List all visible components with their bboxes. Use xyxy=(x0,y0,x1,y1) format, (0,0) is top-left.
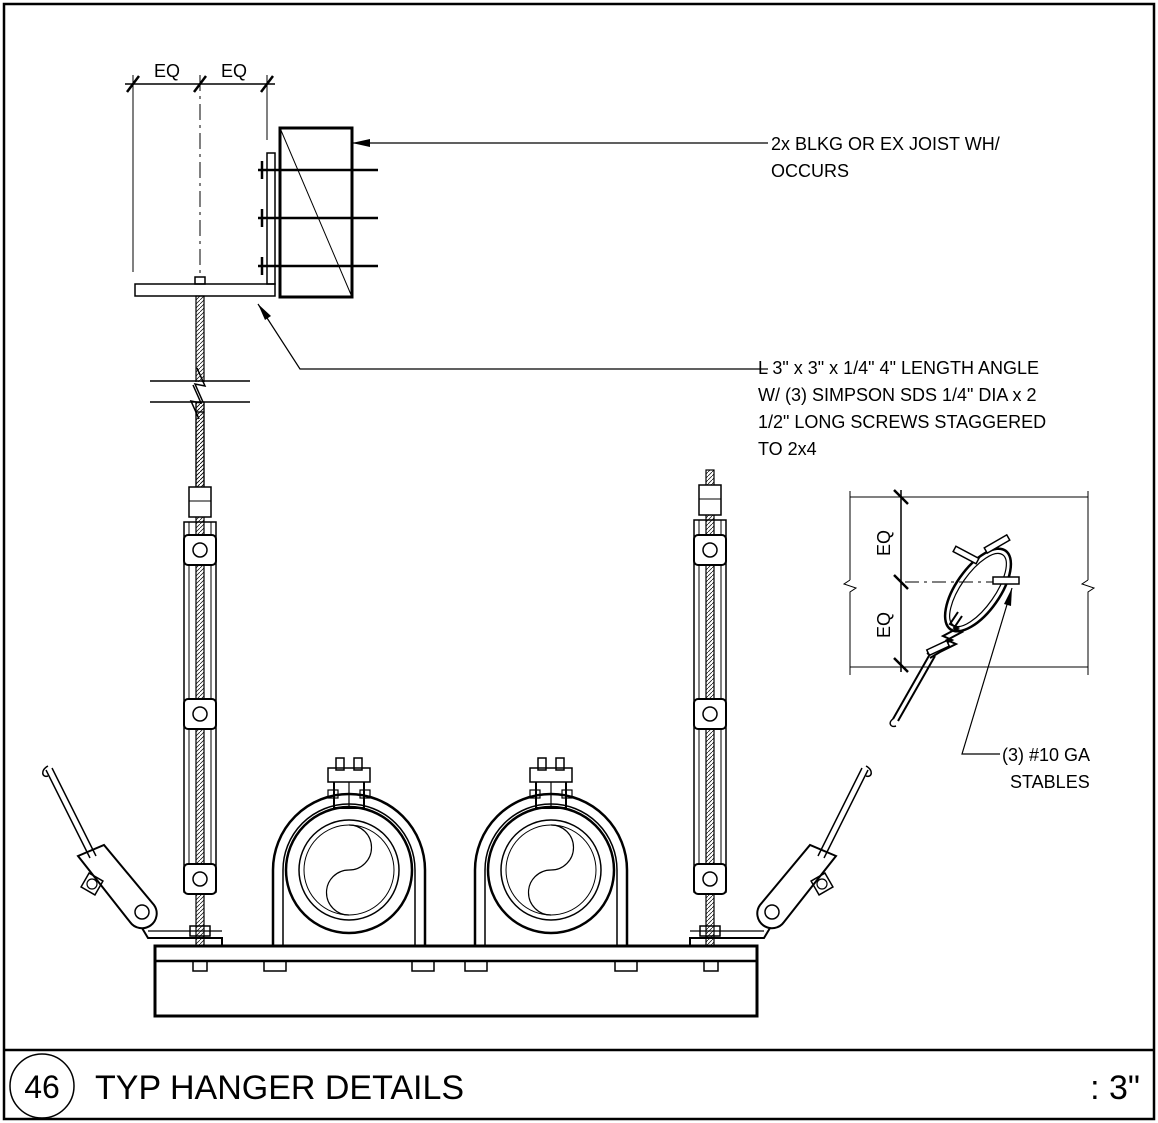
eq-lower-label: EQ xyxy=(874,612,894,638)
detail-number: 46 xyxy=(24,1069,60,1105)
staples-note-line2: STABLES xyxy=(1010,772,1090,792)
angle-note-line4: TO 2x4 xyxy=(758,439,817,459)
left-pipe-clamp xyxy=(271,757,427,946)
detail-scale: : 3" xyxy=(1090,1069,1140,1107)
eq-right-label: EQ xyxy=(221,61,247,81)
blocking-note-line2: OCCURS xyxy=(771,161,849,181)
detail-number-bubble xyxy=(9,1053,75,1119)
detail-title: TYP HANGER DETAILS xyxy=(95,1069,464,1107)
right-rod-assembly xyxy=(689,469,771,947)
staples-note-line1: (3) #10 GA xyxy=(1002,745,1090,765)
blocking-note-line1: 2x BLKG OR EX JOIST WH/ xyxy=(771,134,1000,154)
eq-upper-label: EQ xyxy=(874,530,894,556)
angle-note-line1: L 3" x 3" x 1/4" 4" LENGTH ANGLE xyxy=(758,358,1039,378)
eq-left-label: EQ xyxy=(154,61,180,81)
left-rod-assembly xyxy=(141,411,223,947)
trapeze-channel xyxy=(153,944,759,1018)
staple-detail: EQ EQ (3) #10 GA STABLES xyxy=(842,489,1096,792)
blocking-2x xyxy=(278,126,354,299)
angle-bracket-detail: EQ EQ 2x BLKG OR EX JOIST WH/ OCCUR xyxy=(125,61,1046,493)
right-pipe-clamp xyxy=(473,757,629,946)
angle-note-line2: W/ (3) SIMPSON SDS 1/4" DIA x 2 xyxy=(758,385,1036,405)
trapeze-hanger xyxy=(42,411,872,1018)
right-sway-brace xyxy=(756,765,872,930)
angle-horizontal-leg xyxy=(134,283,276,297)
angle-note-line3: 1/2" LONG SCREWS STAGGERED xyxy=(758,412,1046,432)
title-block: 46 TYP HANGER DETAILS : 3" xyxy=(9,1053,1140,1119)
left-sway-brace xyxy=(42,765,158,930)
